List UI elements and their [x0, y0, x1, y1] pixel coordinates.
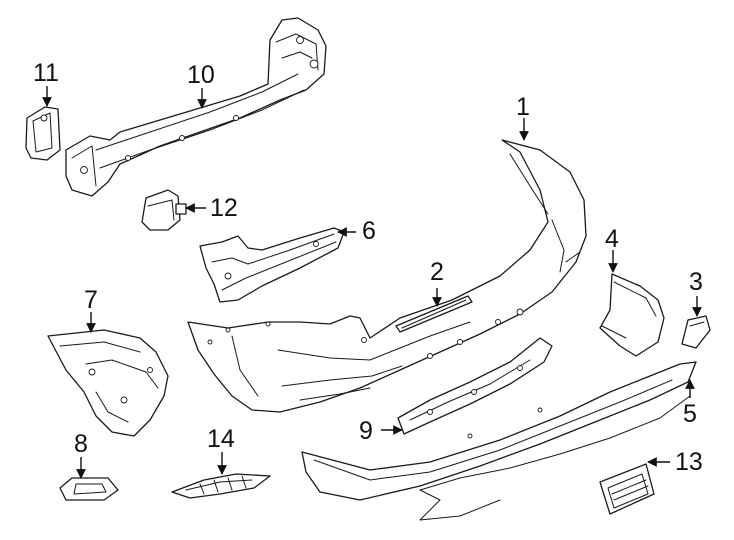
callout-9: 9: [359, 417, 373, 445]
callout-7: 7: [84, 286, 98, 314]
leader-lines: [42, 86, 702, 479]
part-13-grille-insert[interactable]: [599, 463, 655, 515]
callout-8: 8: [74, 430, 88, 458]
part-7-bracket[interactable]: [47, 329, 169, 437]
part-2-molding[interactable]: [395, 295, 473, 333]
callout-5: 5: [683, 400, 697, 428]
part-14-reflector-trim[interactable]: [171, 473, 271, 499]
callout-14: 14: [207, 425, 235, 453]
callout-13: 13: [675, 448, 703, 476]
part-4-side-cover[interactable]: [599, 273, 665, 357]
callout-11: 11: [33, 59, 59, 87]
callout-6: 6: [362, 217, 376, 245]
part-9-mounting-bracket[interactable]: [397, 337, 553, 435]
callout-3: 3: [689, 268, 703, 296]
part-12-sensor[interactable]: [141, 189, 187, 231]
part-6-bracket[interactable]: [199, 227, 345, 303]
part-3-cap[interactable]: [681, 315, 711, 349]
callout-10: 10: [187, 61, 215, 89]
part-11-bracket[interactable]: [25, 106, 61, 161]
callout-12: 12: [210, 194, 238, 222]
callout-2: 2: [430, 258, 444, 286]
part-8-reflector[interactable]: [59, 477, 119, 501]
part-1-bumper-cover[interactable]: [187, 139, 587, 413]
callout-4: 4: [605, 225, 619, 253]
part-10-reinforcement-beam[interactable]: [65, 17, 327, 197]
callout-1: 1: [516, 93, 530, 121]
